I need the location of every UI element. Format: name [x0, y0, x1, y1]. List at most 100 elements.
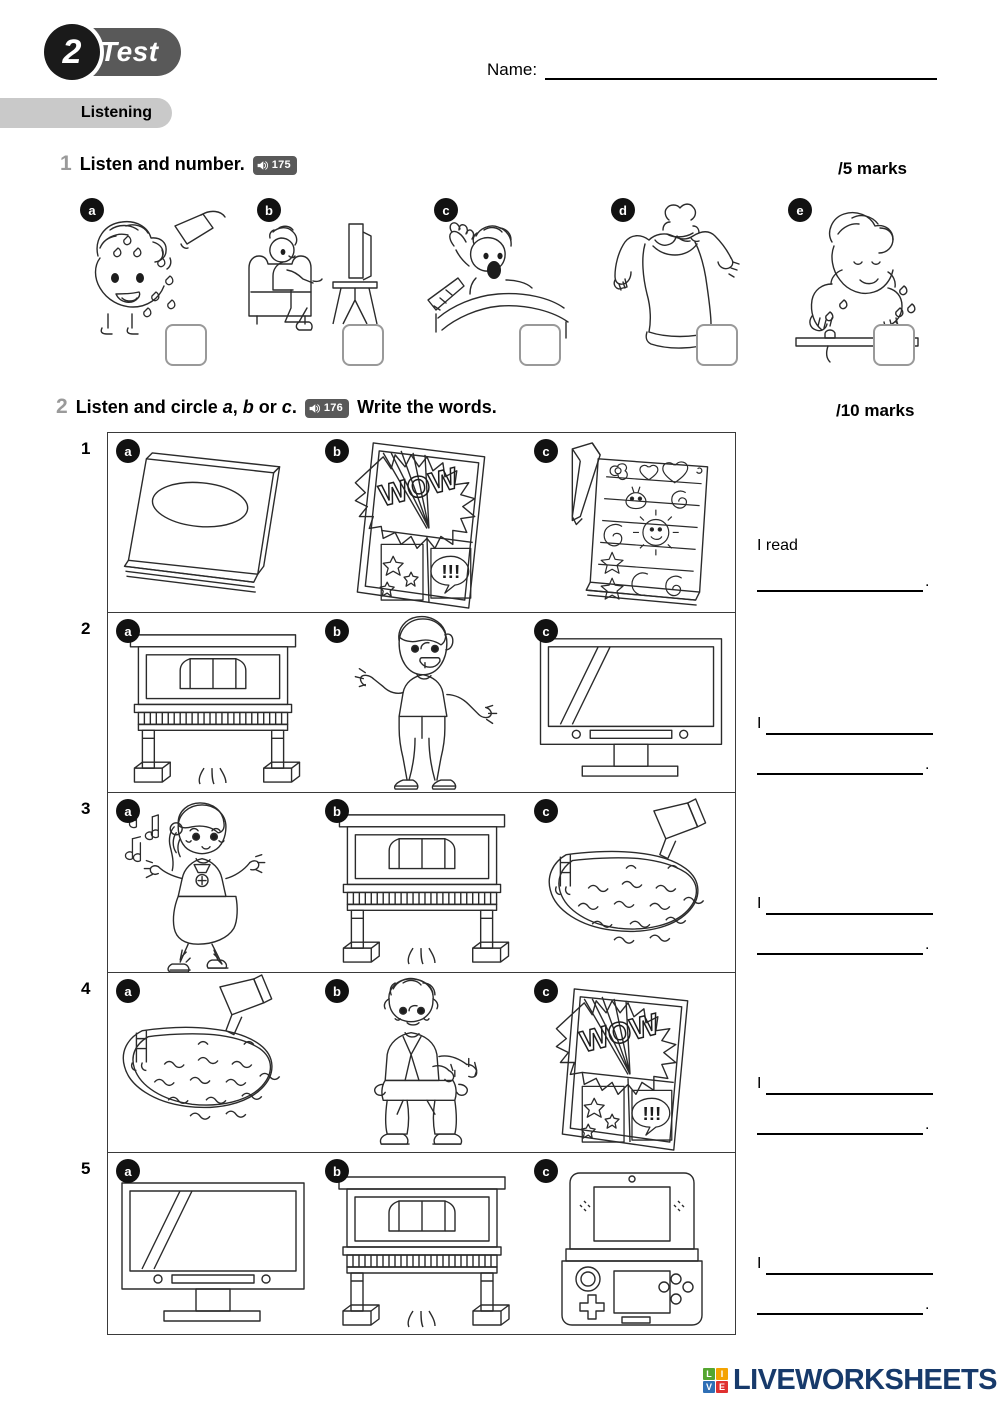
exercise-2-answer-column: I read . I . I . I . — [757, 432, 937, 1335]
instruction-lead: Listen and circle — [75, 396, 223, 417]
option-letter-e: e — [788, 198, 812, 222]
option-4a[interactable]: a — [108, 973, 317, 1152]
answer-box-c[interactable] — [519, 324, 561, 366]
exercise-2-instruction-part2: Write the words. — [357, 396, 497, 417]
table-row: 4 a — [81, 973, 735, 1153]
television-illustration — [108, 1153, 317, 1336]
answer-box-a[interactable] — [165, 324, 207, 366]
answer-input-line-3b[interactable] — [757, 937, 923, 955]
option-letter-c: c — [534, 799, 558, 823]
shower-illustration — [60, 196, 232, 366]
answer-input-line-5a[interactable] — [766, 1257, 933, 1275]
answer-lead-1: I read — [757, 537, 798, 554]
test-number: 2 — [62, 32, 82, 71]
answer-period-3: . — [925, 936, 930, 953]
exercise-2-number: 2 — [56, 395, 68, 418]
answer-period-2: . — [925, 756, 930, 773]
option-letter-c: c — [534, 1159, 558, 1183]
answer-box-b[interactable] — [342, 324, 384, 366]
exercise-2-instruction-part1: Listen and circle a, b or c. — [76, 397, 297, 418]
option-5c[interactable]: c — [526, 1153, 735, 1336]
option-3b[interactable]: b — [317, 793, 526, 972]
exercise-1-item-d: d — [591, 196, 763, 366]
option-1a[interactable]: a — [108, 433, 317, 612]
exercise-1-number: 1 — [60, 152, 72, 175]
table-row: 5 a b — [81, 1153, 735, 1336]
option-letter-a: a — [116, 619, 140, 643]
option-letter-a: a — [80, 198, 104, 222]
exercise-1-item-c: c — [414, 196, 586, 366]
question-number: 2 — [81, 619, 91, 638]
option-2c[interactable]: c — [526, 613, 735, 792]
answer-period-5: . — [925, 1296, 930, 1313]
answer-input-line-4a[interactable] — [766, 1077, 933, 1095]
option-2a[interactable]: a — [108, 613, 317, 792]
option-letter-a: a — [116, 1159, 140, 1183]
liveworksheets-logo[interactable]: L I V E LIVEWORKSHEETS — [703, 1366, 998, 1395]
name-label: Name: — [487, 60, 538, 79]
answer-input-line-4b[interactable] — [757, 1117, 923, 1135]
answer-input-line-2b[interactable] — [757, 757, 923, 775]
exercise-1-heading: 1 Listen and number. 175 — [60, 152, 297, 176]
watching-tv-illustration — [237, 196, 409, 366]
option-5a[interactable]: a — [108, 1153, 317, 1336]
comic-wow-text: WOW — [577, 1008, 663, 1059]
answer-group-1: I read . — [757, 538, 933, 592]
table-row: 2 a — [81, 613, 735, 793]
exercise-2-marks: /10 marks — [836, 401, 915, 420]
exercise-1-item-e: e — [768, 196, 940, 366]
audio-badge-176[interactable]: 176 — [304, 398, 350, 418]
answer-lead-3: I — [757, 895, 762, 912]
answer-lead-2: I — [757, 715, 762, 732]
answer-group-3: I . — [757, 896, 933, 955]
name-input-line[interactable] — [545, 58, 937, 80]
option-4c[interactable]: c WOW — [526, 973, 735, 1152]
table-row: 3 a — [81, 793, 735, 973]
option-letter-b: b — [325, 979, 349, 1003]
girl-dancing-illustration — [108, 793, 317, 972]
option-letter-b: b — [257, 198, 281, 222]
test-label: Test — [100, 36, 159, 67]
exercise-2-heading: 2 Listen and circle a, b or c. 176 Write… — [56, 395, 497, 419]
comic-illustration: WOW !!! — [317, 433, 526, 612]
answer-input-line-1[interactable] — [757, 574, 923, 592]
exercise-1-instruction: Listen and number. — [79, 153, 245, 174]
option-letter-c: c — [434, 198, 458, 222]
option-1b[interactable]: b WOW — [317, 433, 526, 612]
exercise-1-picture-strip: a — [60, 196, 940, 366]
answer-line-row-4a: I — [757, 1076, 933, 1095]
answer-line-row-4b: . — [757, 1117, 933, 1135]
name-field-row: Name: — [487, 58, 937, 80]
section-label: Listening — [80, 104, 152, 121]
piano-illustration — [317, 793, 526, 972]
comic-exclaim-text: !!! — [642, 1104, 661, 1125]
option-1c[interactable]: c — [526, 433, 735, 612]
getting-dressed-illustration — [591, 196, 763, 366]
exercise-1-marks: /5 marks — [838, 159, 907, 178]
audio-badge-175[interactable]: 175 — [252, 155, 297, 175]
option-letter-b: b — [325, 439, 349, 463]
answer-input-line-2a[interactable] — [766, 717, 933, 735]
question-number: 4 — [81, 979, 91, 998]
answer-input-line-3a[interactable] — [766, 897, 933, 915]
waking-up-illustration — [414, 196, 586, 366]
comic-illustration: WOW !!! — [526, 973, 735, 1152]
logo-tile-e: E — [716, 1381, 728, 1393]
answer-box-d[interactable] — [696, 324, 738, 366]
question-number: 3 — [81, 799, 91, 818]
book-illustration — [108, 433, 317, 612]
swimming-pool-illustration — [108, 973, 317, 1152]
option-5b[interactable]: b — [317, 1153, 526, 1336]
option-3a[interactable]: a — [108, 793, 317, 972]
answer-lead-4: I — [757, 1075, 762, 1092]
exercise-1-item-a: a — [60, 196, 232, 366]
option-4b[interactable]: b — [317, 973, 526, 1152]
option-letter-a: a — [116, 439, 140, 463]
answer-group-4: I . — [757, 1076, 933, 1135]
option-2b[interactable]: b — [317, 613, 526, 792]
option-letter-d: d — [611, 198, 635, 222]
answer-input-line-5b[interactable] — [757, 1297, 923, 1315]
answer-box-e[interactable] — [873, 324, 915, 366]
option-3c[interactable]: c — [526, 793, 735, 972]
instruction-option-b: b — [242, 396, 254, 417]
